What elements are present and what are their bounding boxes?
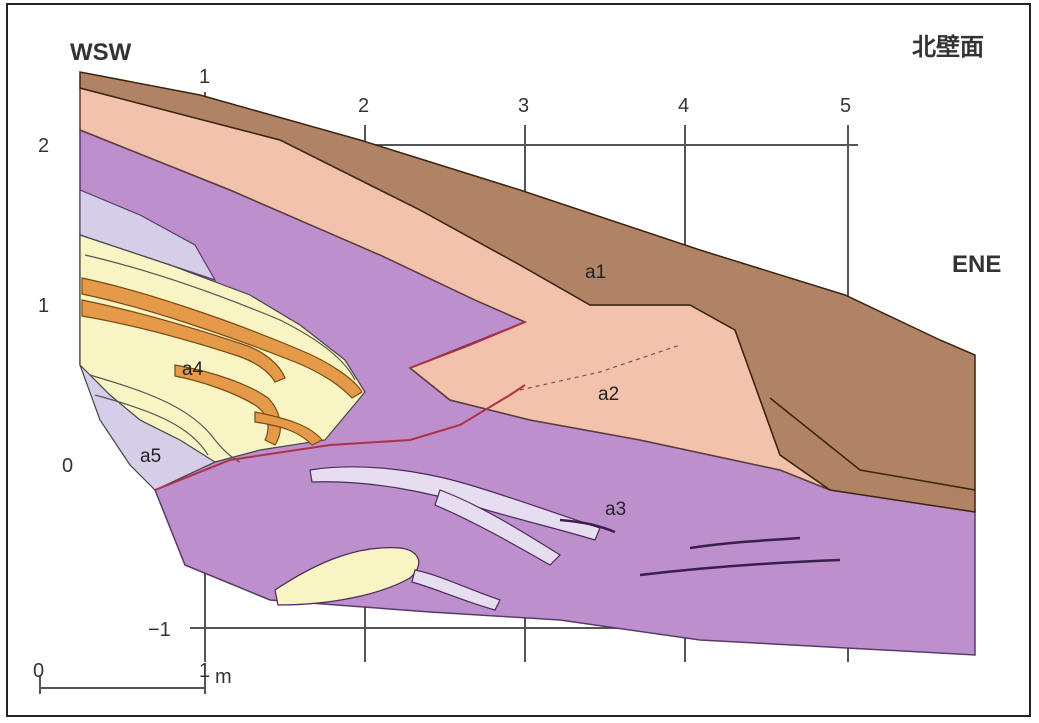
tick-x-4: 4 — [678, 95, 689, 117]
unit-label-a3: a3 — [605, 499, 626, 520]
tick-x-5: 5 — [840, 95, 851, 117]
scale-bar-end: 1 — [199, 660, 210, 682]
tick-y-2: 2 — [38, 135, 49, 157]
scale-bar-start: 0 — [33, 660, 44, 682]
label-west: WSW — [70, 39, 132, 66]
label-east: ENE — [952, 251, 1001, 278]
unit-label-a2: a2 — [598, 384, 619, 405]
label-wall: 北壁面 — [912, 33, 984, 61]
tick-y-0: 0 — [62, 455, 73, 477]
tick-y-minus1: −1 — [148, 619, 171, 641]
tick-x-3: 3 — [518, 95, 529, 117]
scale-bar-unit: m — [215, 666, 232, 688]
scale-bar — [40, 676, 205, 694]
tick-y-1: 1 — [38, 295, 49, 317]
tick-x-2: 2 — [358, 95, 369, 117]
tick-x-1: 1 — [199, 66, 210, 88]
unit-label-a4: a4 — [182, 359, 204, 380]
unit-label-a1: a1 — [585, 262, 606, 283]
unit-label-a5: a5 — [140, 446, 161, 467]
